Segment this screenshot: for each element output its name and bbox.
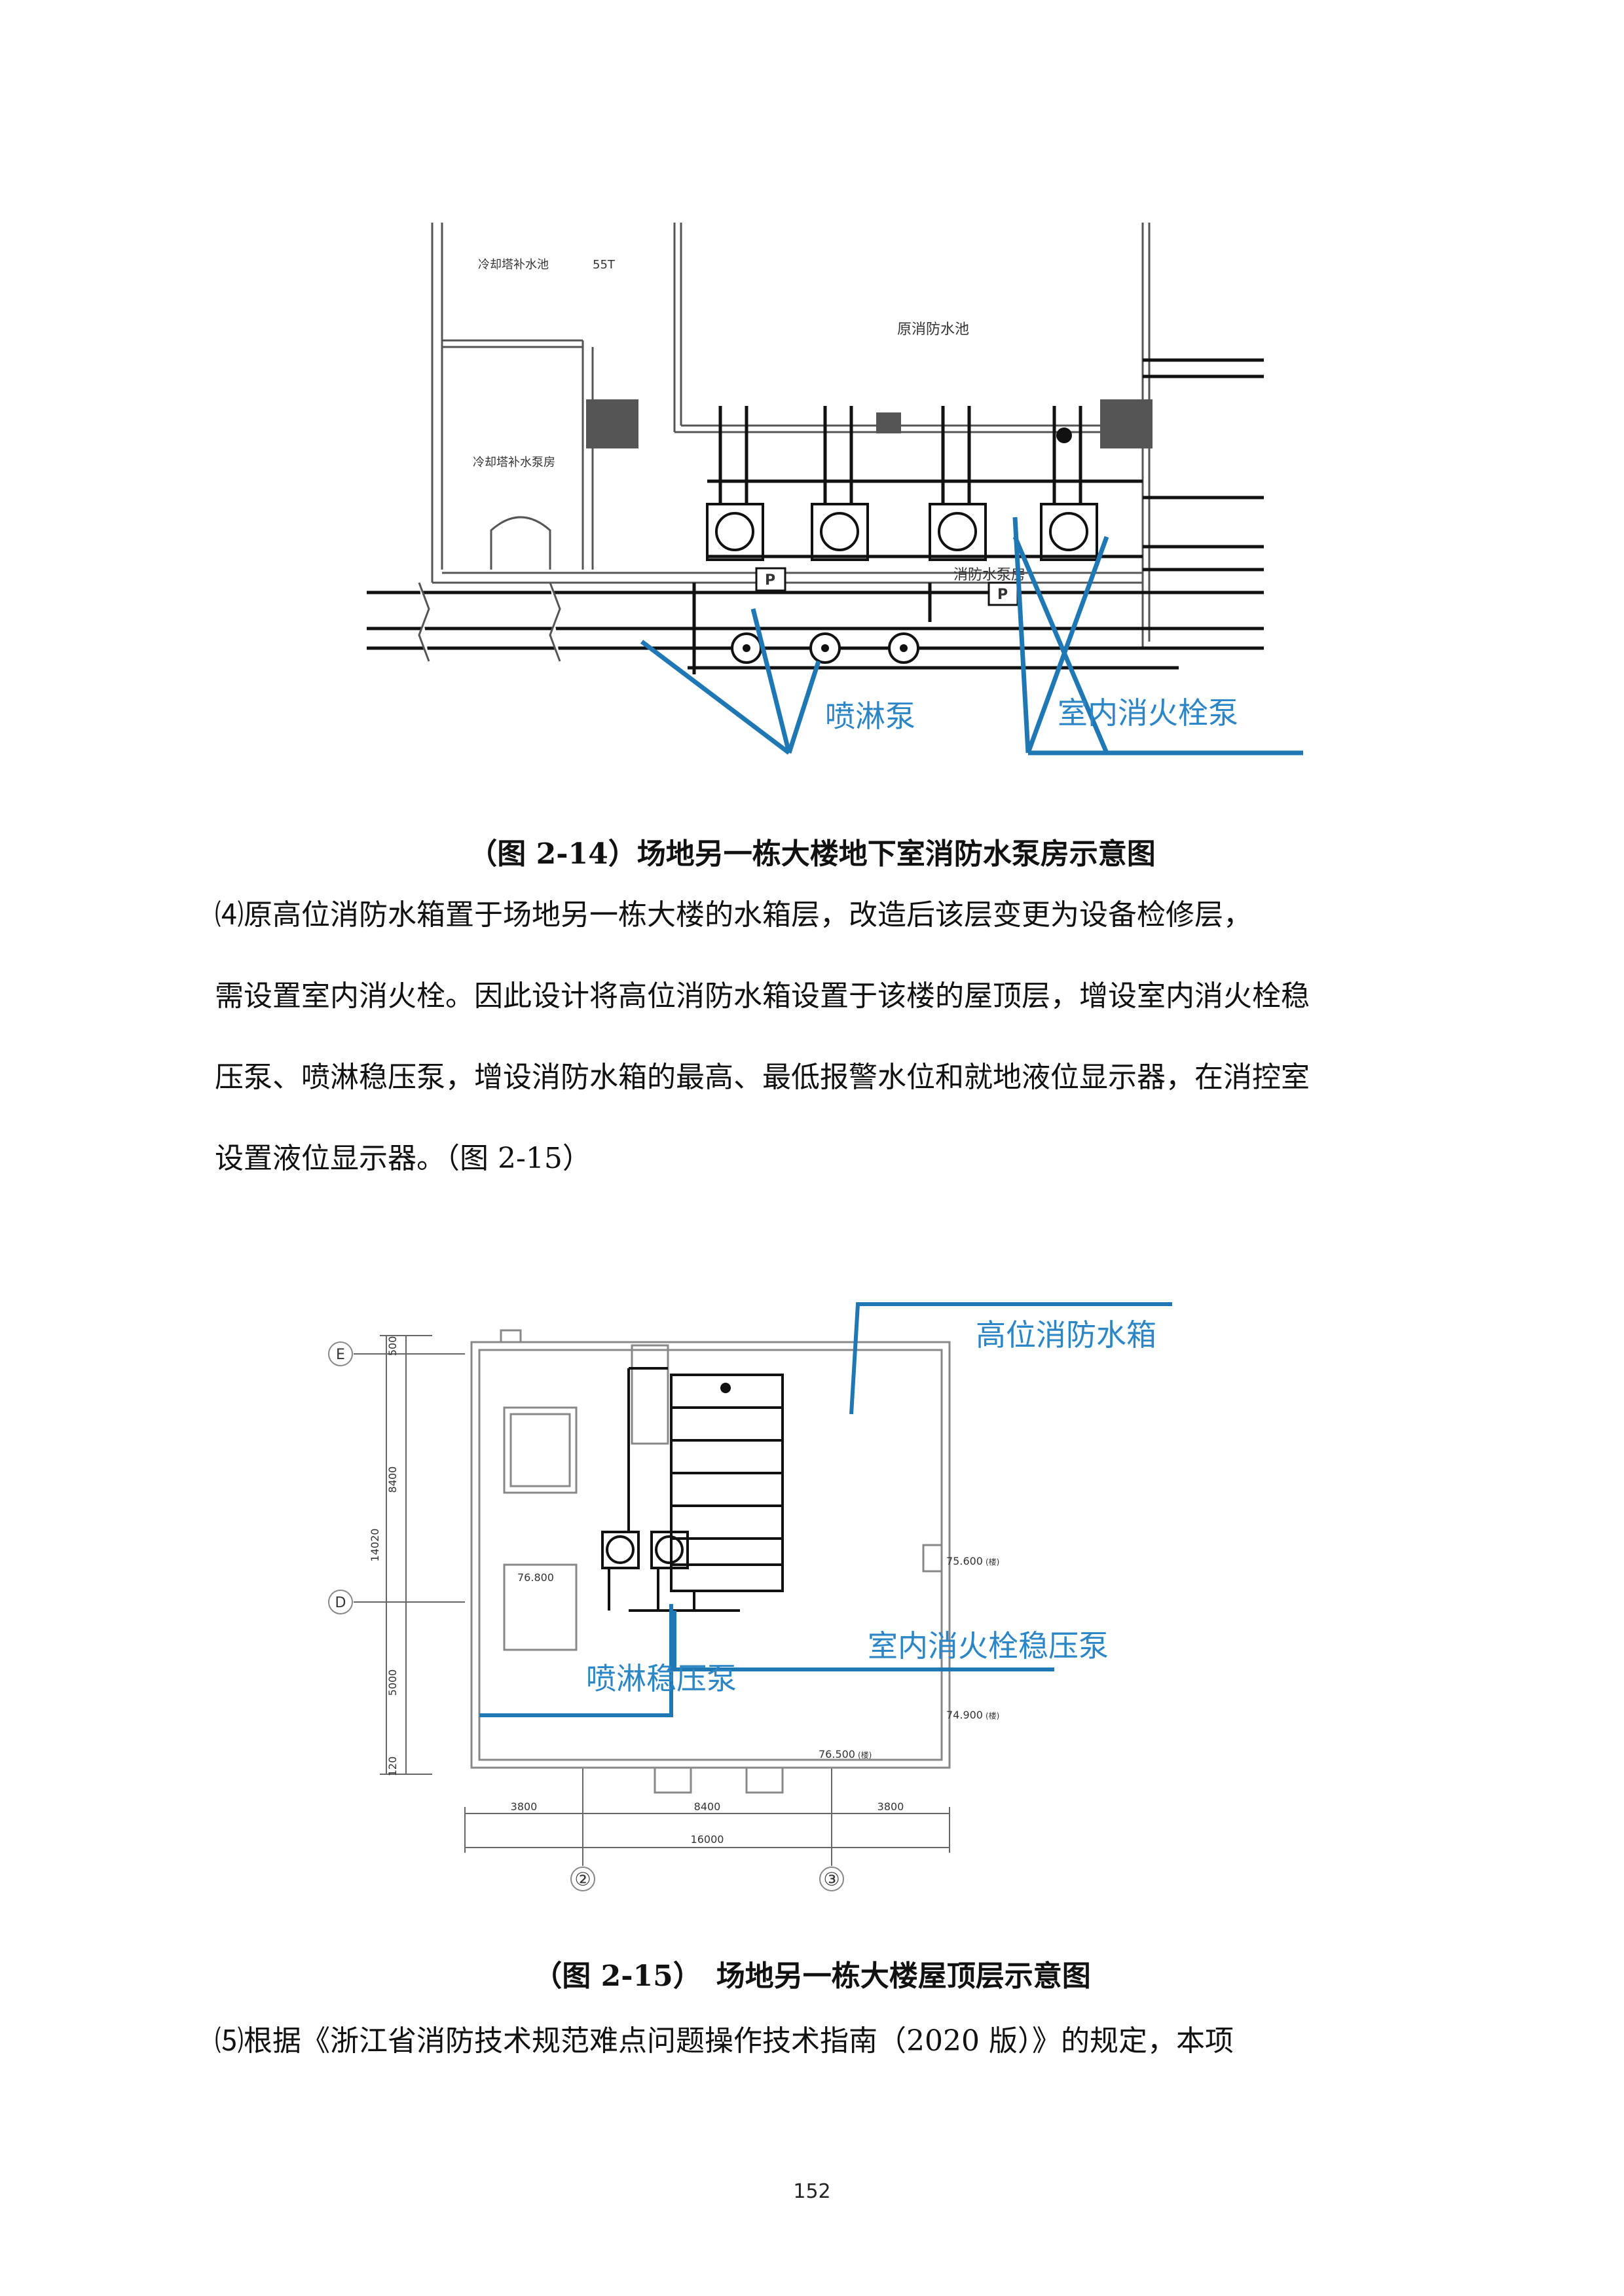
page-number: 152	[793, 2180, 831, 2203]
axis-2: ②	[574, 1868, 591, 1890]
p-symbol-1: P	[765, 572, 775, 589]
callout-line-hydrant	[673, 1611, 1054, 1671]
level-4-note: (楼)	[858, 1750, 872, 1760]
fire-pool-label: 原消防水池	[897, 321, 969, 338]
callout-hydrant-stabilizer: 室内消火栓稳压泵	[868, 1628, 1109, 1664]
callout-hydrant-pump: 室内消火栓泵	[1058, 695, 1238, 731]
paragraph-5: ⑸根据《浙江省消防技术规范难点问题操作技术指南（2020 版）》的规定，本项	[215, 2001, 1433, 2082]
paragraph-4: ⑷原高位消防水箱置于场地另一栋大楼的水箱层，改造后该层变更为设备检修层， 需设置…	[215, 875, 1433, 1199]
callout-high-tank: 高位消防水箱	[976, 1317, 1156, 1353]
callout-line-hydrant-a	[1012, 517, 1031, 754]
paragraph-line: ⑷原高位消防水箱置于场地另一栋大楼的水箱层，改造后该层变更为设备检修层，	[215, 898, 1252, 932]
callout-sprinkler-stabilizer: 喷淋稳压泵	[586, 1661, 737, 1696]
callout-line-sprinkler-c	[786, 660, 821, 754]
paragraph-line: 压泵、喷淋稳压泵，增设消防水箱的最高、最低报警水位和就地液位显示器，在消控室	[215, 1061, 1310, 1094]
paragraph-line: 需设置室内消火栓。因此设计将高位消防水箱设置于该楼的屋顶层，增设室内消火栓稳	[215, 979, 1310, 1013]
callout-line-sprinkler-a	[640, 640, 791, 755]
pump-room-label: 消防水泵房	[953, 567, 1025, 583]
callout-line-hydrant-c	[1012, 536, 1109, 754]
paragraph-line: 设置液位显示器。（图 2-15）	[215, 1142, 591, 1175]
paragraph-line: ⑸根据《浙江省消防技术规范难点问题操作技术指南（2020 版）》的规定，本项	[215, 2024, 1234, 2058]
dim-v3: 14020	[369, 1529, 381, 1562]
roof-plan-drawing: E D ② ③ 500 8400 14020 5000 120 3800 840…	[328, 1302, 1172, 1891]
dim-h1: 3800	[511, 1800, 538, 1813]
axis-e: E	[336, 1347, 345, 1363]
callout-line-tank	[849, 1302, 1172, 1415]
level-3: 74.900	[946, 1709, 983, 1721]
dim-v5: 120	[386, 1757, 399, 1777]
level-2-note: (楼)	[986, 1557, 999, 1567]
p-symbol-2: P	[997, 587, 1008, 603]
dim-h4: 16000	[691, 1833, 724, 1846]
cooling-pump-room-label: 冷却塔补水泵房	[473, 456, 555, 469]
cooling-tank-label: 冷却塔补水池	[478, 258, 549, 272]
figure-pump-room: 冷却塔补水池 55T 冷却塔补水泵房 原消防水池 消防水泵房 P P 喷淋泵 室…	[354, 216, 1323, 773]
level-3-note: (楼)	[986, 1711, 999, 1721]
figure-caption-2-14: （图 2-14）场地另一栋大楼地下室消防水泵房示意图	[468, 837, 1156, 871]
figure-roof-plan: E D ② ③ 500 8400 14020 5000 120 3800 840…	[301, 1283, 1231, 1899]
dim-h3: 3800	[877, 1800, 904, 1813]
dim-v2: 8400	[386, 1467, 399, 1493]
axis-d: D	[335, 1595, 346, 1611]
callout-line-sprinkler-b	[750, 608, 792, 754]
level-1: 76.800	[517, 1571, 554, 1584]
dim-h2: 8400	[694, 1800, 721, 1813]
callout-line-hydrant-b	[1025, 536, 1109, 754]
level-4: 76.500	[819, 1748, 855, 1760]
dim-v1: 500	[386, 1336, 399, 1357]
level-2: 75.600	[946, 1555, 983, 1567]
dim-v4: 5000	[386, 1669, 399, 1696]
cooling-tank-capacity: 55T	[593, 258, 616, 272]
axis-3: ③	[823, 1868, 840, 1890]
callout-line-sprinkler	[479, 1604, 673, 1717]
callout-sprinkler-pump: 喷淋泵	[825, 699, 915, 734]
figure-caption-2-15: （图 2-15） 场地另一栋大楼屋顶层示意图	[533, 1959, 1091, 1993]
pump-room-drawing: 冷却塔补水池 55T 冷却塔补水泵房 原消防水池 消防水泵房 P P 喷淋泵 室…	[367, 223, 1303, 756]
